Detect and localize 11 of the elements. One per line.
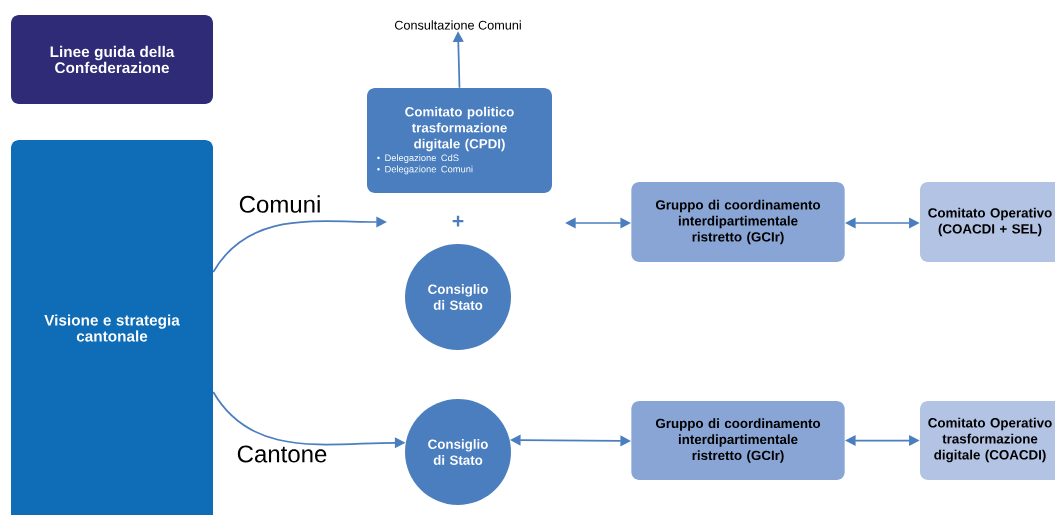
text-label: Consultazione Comuni — [394, 20, 521, 30]
committee-box: Comitato Operativo (COACDI + SEL) — [920, 182, 1055, 262]
tall-panel: Visione e strategia cantonale — [11, 140, 213, 515]
committee-box: Comitato politico trasformazione digitale (CPDI) • Delegazione CdS • Delegazione Comuni — [367, 88, 552, 193]
edge-label: Comuni — [239, 195, 320, 213]
committee-box: Comitato Operativo trasformazione digitale (COACDI) — [920, 401, 1055, 480]
edge-label: Cantone — [237, 445, 327, 463]
plus-sign: + — [452, 215, 464, 227]
heading-box: Linee guida della Confederazione — [11, 15, 213, 104]
group-box: Gruppo di coordinamento interdipartimentale ristretto (GCIr) — [631, 182, 845, 262]
group-box: Gruppo di coordinamento interdipartimentale ristretto (GCIr) — [631, 401, 845, 480]
